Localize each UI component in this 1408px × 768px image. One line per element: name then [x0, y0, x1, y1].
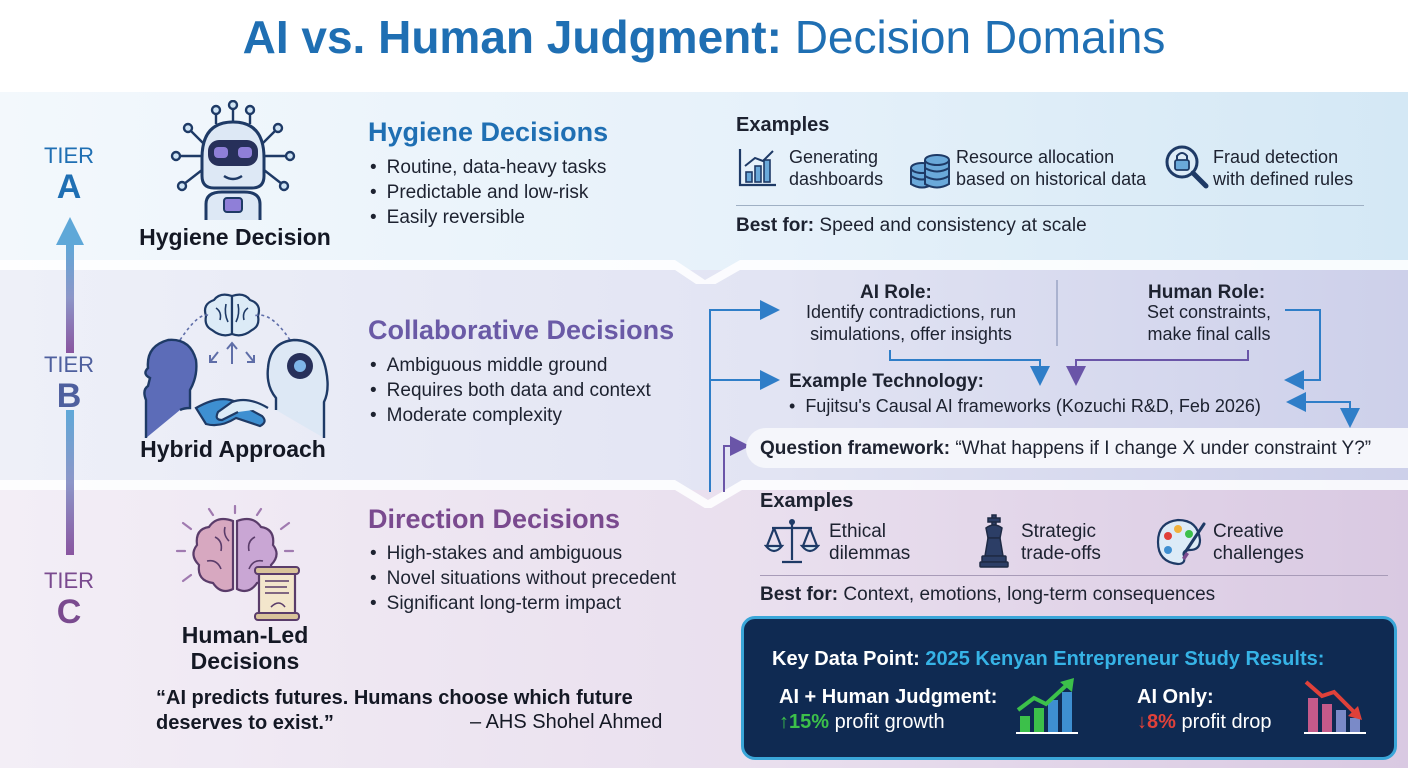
- growth-chart-icon: [1016, 678, 1078, 734]
- key-data-heading: Key Data Point: 2025 Kenyan Entrepreneur…: [772, 648, 1325, 670]
- list-item: High-stakes and ambiguous: [368, 541, 676, 566]
- ai-human-result: ↑15% profit growth: [779, 711, 945, 733]
- up-arrow-icon: ↑: [779, 711, 789, 733]
- collab-bullets: Ambiguous middle ground Requires both da…: [368, 353, 651, 428]
- robot-icon: [170, 100, 296, 220]
- tier-b-letter: B: [56, 377, 82, 415]
- flow-connectors: [709, 280, 1360, 492]
- ai-only-label: AI Only:: [1137, 686, 1214, 708]
- question-framework: Question framework: “What happens if I c…: [760, 438, 1372, 459]
- list-item: Ambiguous middle ground: [368, 353, 651, 378]
- list-item: Significant long-term impact: [368, 591, 676, 616]
- divider: [760, 575, 1388, 576]
- bar-chart-icon: [738, 149, 776, 187]
- human-role-label: Human Role:: [1148, 282, 1266, 303]
- list-item: Easily reversible: [368, 205, 606, 230]
- collab-title: Collaborative Decisions: [368, 315, 675, 345]
- lock-magnifier-icon: [1165, 145, 1209, 189]
- page-title: AI vs. Human Judgment: Decision Domains: [242, 11, 1166, 63]
- quote-text: “AI predicts futures. Humans choose whic…: [156, 687, 633, 734]
- separator-a-b: [0, 260, 1408, 284]
- list-item: Novel situations without precedent: [368, 566, 676, 591]
- question-pill: [746, 428, 1408, 468]
- chess-king-icon: [979, 514, 1009, 568]
- list-item: Moderate complexity: [368, 403, 651, 428]
- list-item: Routine, data-heavy tasks: [368, 155, 607, 180]
- hygiene-title: Hygiene Decisions: [368, 117, 609, 147]
- direction-title: Direction Decisions: [368, 504, 621, 534]
- hygiene-best-for: Best for: Speed and consistency at scale: [736, 215, 1087, 236]
- list-item: Requires both data and context: [368, 378, 651, 403]
- direction-bullets: High-stakes and ambiguous Novel situatio…: [368, 541, 676, 616]
- hygiene-caption: Hygiene Decision: [139, 224, 331, 250]
- collab-caption: Hybrid Approach: [140, 436, 326, 462]
- brain-scroll-icon: [175, 505, 300, 621]
- tech-label: Example Technology:: [789, 371, 984, 392]
- ai-only-result: ↓8% profit drop: [1137, 711, 1272, 733]
- divider: [736, 205, 1364, 206]
- list-item: Predictable and low-risk: [368, 180, 606, 205]
- direction-best-for: Best for: Context, emotions, long-term c…: [760, 584, 1216, 605]
- direction-examples-label: Examples: [760, 490, 854, 512]
- ai-human-label: AI + Human Judgment:: [779, 686, 998, 708]
- palette-icon: [1156, 518, 1206, 566]
- tier-arrow: [56, 217, 84, 555]
- tier-c-word: TIER: [43, 568, 95, 593]
- hygiene-bullets: Routine, data-heavy tasks Predictable an…: [368, 155, 607, 230]
- scales-icon: [764, 519, 820, 564]
- tier-c-letter: C: [56, 593, 82, 631]
- tier-b-word: TIER: [43, 352, 95, 377]
- tier-a-word: TIER: [43, 143, 95, 168]
- separator-b-c: [0, 480, 1408, 508]
- human-role-text: Set constraints,make final calls: [1146, 302, 1272, 344]
- hybrid-brain-handshake-icon: [143, 293, 329, 438]
- decline-chart-icon: [1304, 680, 1366, 734]
- tier-a-letter: A: [56, 168, 82, 206]
- quote-author: – AHS Shohel Ahmed: [470, 711, 663, 733]
- hygiene-examples-label: Examples: [736, 114, 830, 136]
- tech-text: • Fujitsu's Causal AI frameworks (Kozuch…: [789, 396, 1261, 416]
- database-icon: [910, 154, 950, 189]
- down-arrow-icon: ↓: [1137, 711, 1147, 733]
- ai-role-label: AI Role:: [860, 282, 932, 303]
